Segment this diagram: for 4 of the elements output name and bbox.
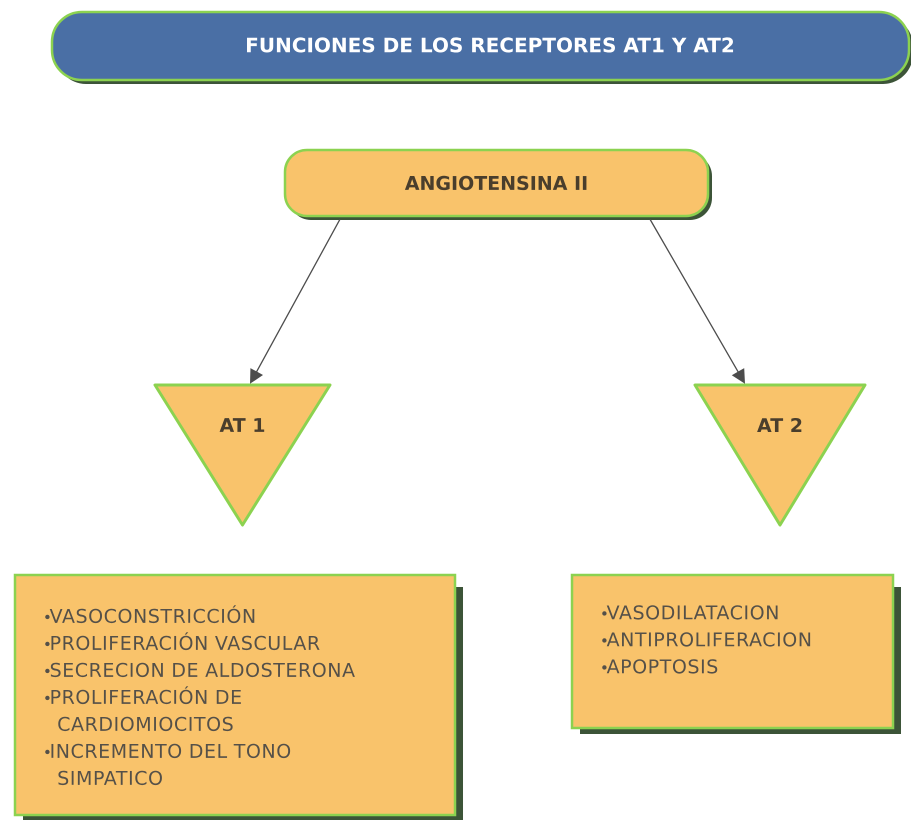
text-box: VASODILATACION ANTIPROLIFERACION APOPTOSIS	[570, 574, 901, 734]
title-banner: FUNCIONES DE LOS RECEPTORES AT1 Y AT2	[50, 10, 911, 84]
rounded-box: ANGIOTENSINA II	[284, 148, 712, 220]
text-box: VASOCONSTRICCIÓN PROLIFERACIÓN VASCULAR SECRECION DE ALDOSTERONA PROLIFERACIÓN DE CARDIOMIOCITOS INCREMENTO DEL TONO SIMPATICO	[14, 574, 463, 820]
